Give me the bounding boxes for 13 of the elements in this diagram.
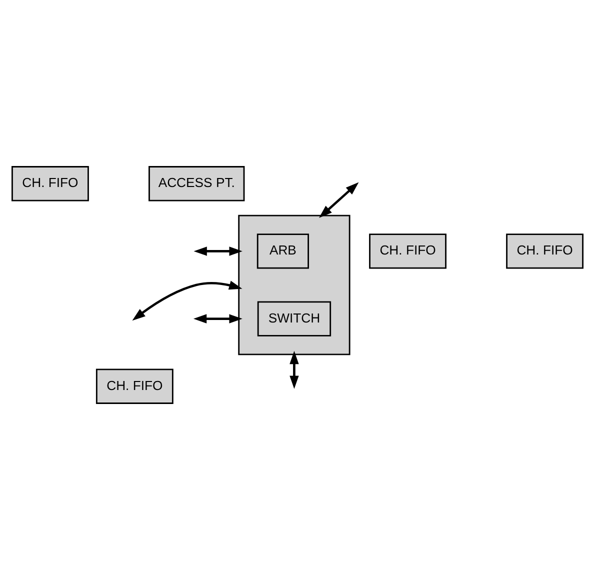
node-box: CH. FIFO <box>96 368 174 404</box>
node-box: CH. FIFO <box>12 166 89 202</box>
arrow <box>319 182 359 218</box>
node-box: ACCESS PT. <box>148 166 245 202</box>
node-box: SWITCH <box>257 301 332 336</box>
arrow <box>193 314 242 324</box>
node-box: CH. FIFO <box>369 234 446 269</box>
cluster <box>238 214 350 356</box>
node-box: CH. FIFO <box>506 234 584 269</box>
node-box: ARB <box>256 234 309 269</box>
arrow <box>194 246 242 256</box>
arrow <box>290 350 299 389</box>
arrow <box>132 280 242 321</box>
